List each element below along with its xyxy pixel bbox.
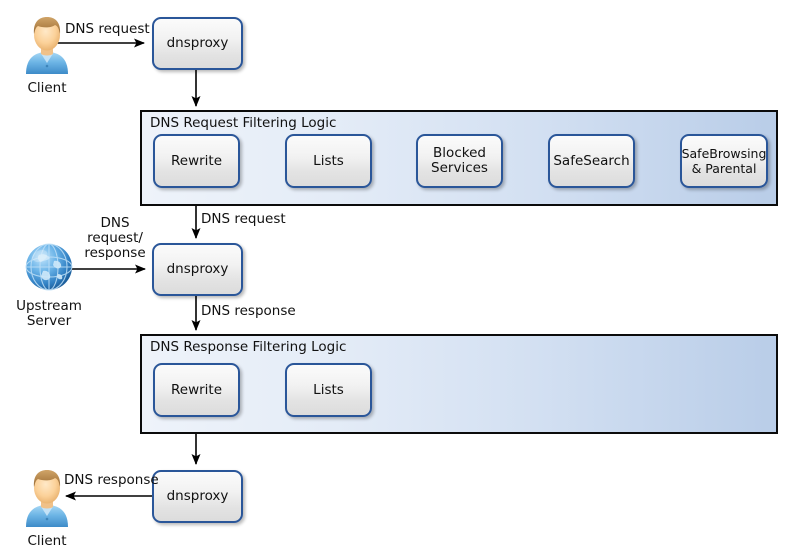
dnsproxy-top[interactable]: dnsproxy bbox=[152, 17, 243, 70]
stage-safebrowsing-parental[interactable]: SafeBrowsing & Parental bbox=[680, 134, 768, 188]
edge-label-dnsproxy-to-request-filtering: DNS request bbox=[201, 211, 286, 227]
edge-label-client-to-dnsproxy: DNS request bbox=[65, 21, 150, 37]
actor-client-top-label: Client bbox=[27, 80, 67, 96]
dnsproxy-middle[interactable]: dnsproxy bbox=[152, 243, 243, 296]
stage-safesearch[interactable]: SafeSearch bbox=[548, 134, 635, 188]
group-response-filtering: DNS Response Filtering Logic bbox=[140, 334, 778, 434]
group-response-filtering-title: DNS Response Filtering Logic bbox=[150, 339, 347, 355]
actor-client-bottom: Client bbox=[7, 466, 87, 549]
actor-client-bottom-label: Client bbox=[27, 533, 67, 549]
user-icon bbox=[26, 17, 68, 74]
edge-label-dnsproxy-to-response-filtering: DNS response bbox=[201, 303, 296, 319]
dnsproxy-bottom[interactable]: dnsproxy bbox=[152, 470, 243, 523]
actor-upstream-server: Upstream Server bbox=[9, 241, 89, 329]
stage-rewrite-request[interactable]: Rewrite bbox=[153, 134, 240, 188]
user-icon bbox=[26, 470, 68, 527]
actor-client-top: Client bbox=[7, 13, 87, 96]
stage-lists-response[interactable]: Lists bbox=[285, 363, 372, 417]
stage-rewrite-response[interactable]: Rewrite bbox=[153, 363, 240, 417]
edge-label-dnsproxy-to-client: DNS response bbox=[64, 472, 159, 488]
stage-lists-request[interactable]: Lists bbox=[285, 134, 372, 188]
edge-label-upstream-exchange: DNS request/ response bbox=[84, 215, 146, 261]
globe-icon bbox=[25, 243, 73, 291]
stage-blocked-services[interactable]: Blocked Services bbox=[416, 134, 503, 188]
group-request-filtering-title: DNS Request Filtering Logic bbox=[150, 115, 337, 131]
actor-upstream-server-label: Upstream Server bbox=[16, 298, 82, 329]
